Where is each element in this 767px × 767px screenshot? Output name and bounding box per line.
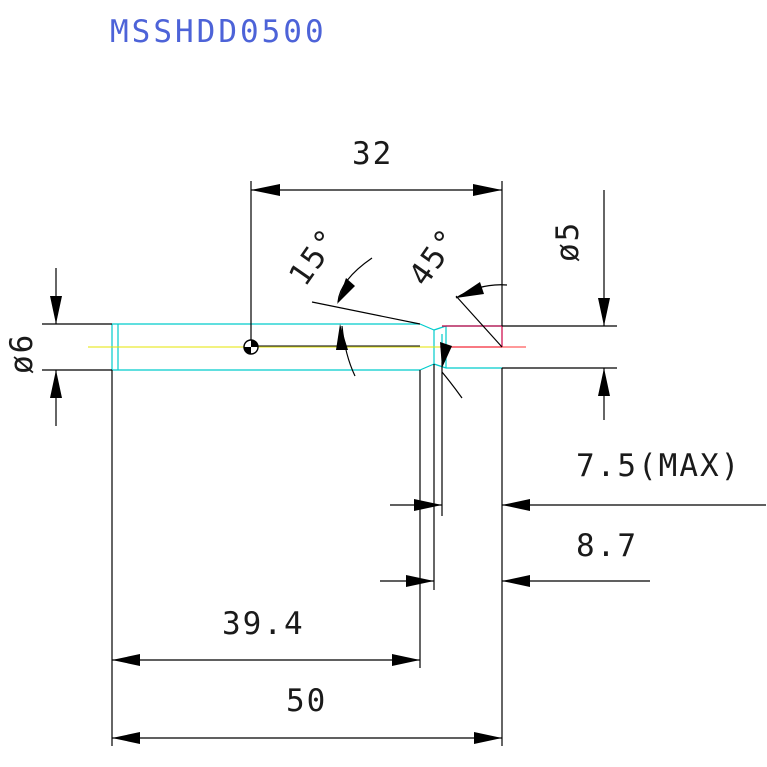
dim-15-angle — [311, 257, 421, 377]
label-50: 50 — [286, 683, 327, 719]
dim-39-4 — [112, 654, 420, 666]
label-dia-5: ø5 — [550, 221, 586, 262]
label-32: 32 — [352, 136, 393, 172]
dim-8-7 — [380, 575, 650, 587]
dim-32 — [250, 181, 503, 340]
label-8-7: 8.7 — [576, 528, 638, 564]
label-dia-6: ø6 — [4, 333, 40, 374]
dim-45-angle — [440, 282, 508, 399]
label-7-5-max: 7.5(MAX) — [576, 448, 741, 484]
tip-extension-lines — [111, 362, 503, 746]
label-15-angle: 15° — [282, 221, 347, 292]
dim-50 — [112, 732, 502, 744]
part-number-title: MSSHDD0500 — [110, 14, 327, 50]
center-mark-icon — [243, 339, 259, 355]
dim-dia-6 — [42, 268, 112, 426]
dim-dia-5 — [502, 190, 617, 420]
label-45-angle: 45° — [402, 221, 467, 292]
dim-7-5-max — [390, 499, 766, 511]
label-39-4: 39.4 — [222, 606, 305, 642]
